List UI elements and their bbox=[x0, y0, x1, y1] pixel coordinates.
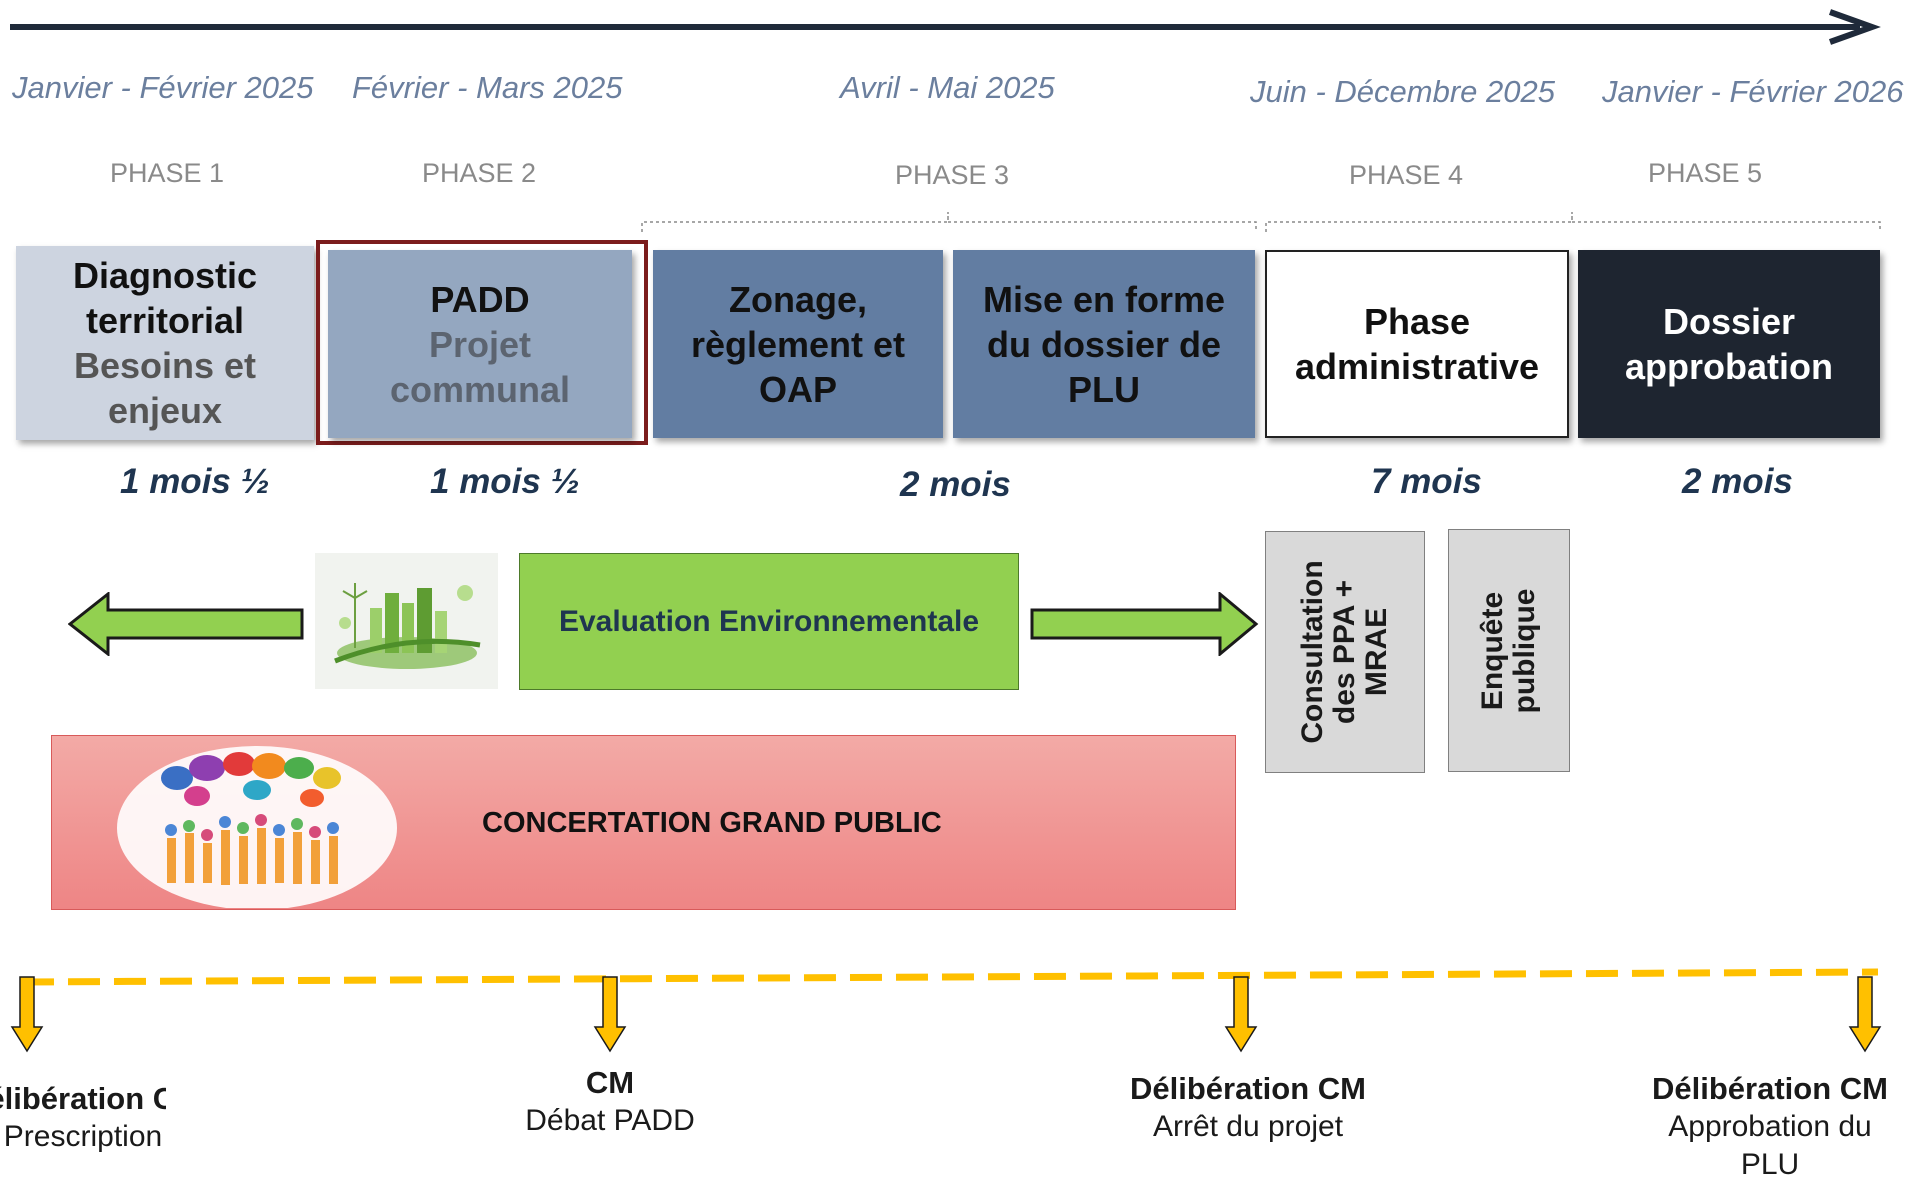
step-dossier-approbation-title: Dossier approbation bbox=[1625, 301, 1833, 387]
phase-label-3: PHASE 3 bbox=[895, 160, 1010, 190]
milestone-prescription: Délibération CM Prescription bbox=[0, 1080, 166, 1156]
down-arrow-icon bbox=[1224, 976, 1258, 1053]
right-arrow-icon bbox=[1030, 592, 1259, 656]
milestone-arret-projet-title: Délibération CM bbox=[1130, 1071, 1366, 1106]
step-diagnostic: Diagnostic territorial Besoins et enjeux bbox=[16, 246, 314, 440]
duration-phase-1: 1 mois ½ bbox=[120, 462, 270, 501]
step-padd: PADD Projet communal bbox=[328, 250, 632, 438]
milestone-line bbox=[21, 968, 1879, 986]
milestone-debat-padd-subtitle: Débat PADD bbox=[525, 1104, 695, 1137]
milestone-approbation-subtitle: Approbation du PLU bbox=[1668, 1110, 1872, 1181]
milestone-debat-padd: CM Débat PADD bbox=[480, 1064, 740, 1140]
step-mise-en-forme: Mise en forme du dossier de PLU bbox=[953, 250, 1255, 438]
milestone-arret-projet: Délibération CM Arrêt du projet bbox=[1108, 1070, 1388, 1146]
step-mise-en-forme-title: Mise en forme du dossier de PLU bbox=[982, 278, 1226, 410]
duration-phase-5: 2 mois bbox=[1682, 462, 1793, 501]
left-arrow-icon bbox=[68, 592, 304, 656]
step-phase-administrative-title: Phase administrative bbox=[1294, 301, 1540, 387]
milestone-prescription-title: Délibération CM bbox=[0, 1081, 166, 1116]
step-zonage: Zonage, règlement et OAP bbox=[653, 250, 943, 438]
concertation-box: CONCERTATION GRAND PUBLIC bbox=[51, 735, 1236, 910]
duration-phase-4: 7 mois bbox=[1371, 462, 1482, 501]
down-arrow-icon bbox=[593, 976, 627, 1053]
step-phase-administrative: Phase administrative bbox=[1265, 250, 1569, 438]
date-phase-3: Avril - Mai 2025 bbox=[840, 70, 1055, 105]
step-padd-title: PADD bbox=[430, 278, 530, 320]
date-phase-4: Juin - Décembre 2025 bbox=[1250, 74, 1555, 109]
evaluation-environnementale-label: Evaluation Environnementale bbox=[558, 604, 980, 638]
concertation-label: CONCERTATION GRAND PUBLIC bbox=[482, 807, 942, 839]
milestone-debat-padd-title: CM bbox=[585, 1065, 635, 1100]
consultation-ppa-label: Consultation des PPA + MRAE bbox=[1296, 560, 1393, 744]
step-diagnostic-title: Diagnostic territorial bbox=[72, 255, 258, 341]
date-phase-1: Janvier - Février 2025 bbox=[12, 70, 314, 105]
phase-brackets bbox=[641, 212, 1881, 232]
date-phase-5: Janvier - Février 2026 bbox=[1602, 74, 1904, 109]
duration-phase-2: 1 mois ½ bbox=[430, 462, 580, 501]
enquete-publique-label: Enquête publique bbox=[1476, 588, 1541, 713]
milestone-approbation: Délibération CM Approbation du PLU bbox=[1640, 1070, 1900, 1184]
step-diagnostic-subtitle: Besoins et enjeux bbox=[73, 345, 257, 431]
consultation-ppa-box: Consultation des PPA + MRAE bbox=[1265, 531, 1425, 773]
milestone-approbation-title: Délibération CM bbox=[1652, 1071, 1888, 1106]
step-zonage-title: Zonage, règlement et OAP bbox=[690, 278, 906, 410]
duration-phase-3: 2 mois bbox=[900, 465, 1011, 504]
timeline-arrow-icon bbox=[10, 9, 1881, 45]
padd-highlight-frame bbox=[316, 240, 648, 445]
phase-label-2: PHASE 2 bbox=[422, 158, 537, 188]
eco-city-icon bbox=[315, 553, 498, 689]
phase-label-1: PHASE 1 bbox=[110, 158, 225, 188]
phase-label-4: PHASE 4 bbox=[1349, 160, 1464, 190]
step-padd-subtitle: Projet communal bbox=[389, 323, 571, 410]
milestone-arret-projet-subtitle: Arrêt du projet bbox=[1152, 1110, 1344, 1143]
step-dossier-approbation: Dossier approbation bbox=[1578, 250, 1880, 438]
down-arrow-icon bbox=[10, 976, 44, 1053]
date-phase-2: Février - Mars 2025 bbox=[352, 70, 623, 105]
crowd-speech-icon bbox=[107, 738, 407, 910]
evaluation-environnementale-box: Evaluation Environnementale bbox=[519, 553, 1019, 690]
enquete-publique-box: Enquête publique bbox=[1448, 529, 1570, 772]
down-arrow-icon bbox=[1848, 976, 1882, 1053]
phase-label-5: PHASE 5 bbox=[1648, 158, 1763, 188]
milestone-prescription-subtitle: Prescription bbox=[3, 1120, 163, 1153]
